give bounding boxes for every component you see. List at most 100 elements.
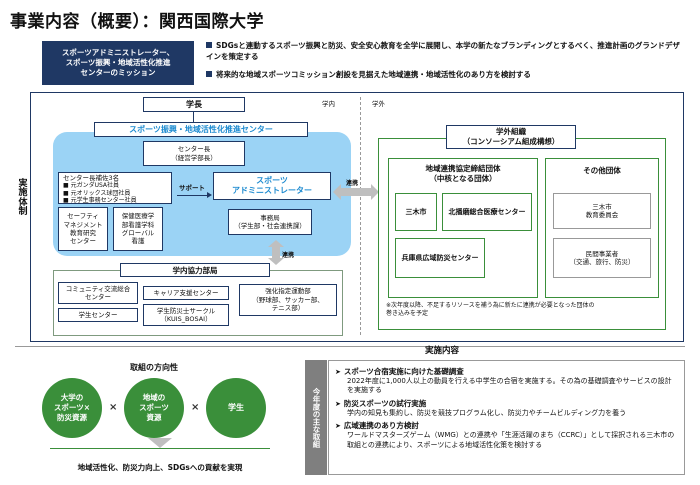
other-orgs-title: その他団体 [583,165,621,175]
content-box: ➤スポーツ合宿実施に向けた基礎調査 2022年度に1,000人以上の動員を行える… [328,360,685,475]
administrator-line: アドミニストレーター [232,186,312,195]
other-org-item: 民間事業者 （交通、旅行、防災） [553,238,651,278]
campus-dept-line: 強化指定運動部 [265,287,311,296]
times-symbol: × [191,402,200,413]
content-item: ➤防災スポーツの試行実施 学内の知見も集約し、防災を競技プログラム化し、防災力や… [335,398,678,418]
center-head-line: （経営学部長） [171,153,217,162]
campus-dept-title: 学内協力部局 [120,263,270,277]
times-symbol: × [109,402,118,413]
square-bullet-icon [206,71,212,77]
structure-frame [30,92,684,342]
external-title-line: （コンソーシアム組成構想） [462,137,560,146]
circle-line: スポーツ× [53,403,91,413]
administrator-line: スポーツ [256,176,288,185]
external-note-line: 巻き込みを予定 [386,309,429,317]
arrow-right-icon [207,192,212,198]
content-title: 実施内容 [425,346,460,356]
direction-base-line [50,448,270,449]
center-head-box: センター長 （経営学部長） [143,141,245,166]
mission-label-line: スポーツ振興・地域活性化推進 [65,57,171,67]
safety-center-line: マネジメント [63,220,103,229]
campus-dept-item: 強化指定運動部 （野球部、サッカー部、 テニス部） [239,284,337,316]
circle-line: 大学の [60,393,84,403]
other-org-line: 三木市 [592,202,612,211]
regional-partner-title: 地域連携協定締結団体 （中核となる団体） [390,163,536,185]
direction-circle: 大学の スポーツ× 防災資源 [42,378,102,438]
campus-dept-item: コミュニティ交流総合 センター [58,282,138,304]
content-item-head-text: 防災スポーツの試行実施 [343,398,427,408]
campus-dept-line: 学生センター [78,310,118,319]
outside-label: 学外 [372,100,385,108]
health-dept-line: グローバル [121,229,155,237]
content-item-head-text: スポーツ合宿実施に向けた基礎調査 [343,367,464,376]
coop-label: 連携 [282,252,295,259]
campus-dept-line: 学生防災士サークル [156,306,216,315]
campus-dept-line: センター [85,293,111,301]
assistant-item: ■ 元学生事務センター社員 [63,197,137,205]
direction-circle: 学生 [206,378,266,438]
center-head-line: センター長 [177,145,211,154]
other-org-line: 民間事業者 [585,249,619,258]
arrow-left-icon [333,184,341,200]
content-side-label: 今年度の主な取組 [305,360,327,475]
campus-dept-line: テニス部） [271,304,305,313]
campus-dept-line: （KUIS_BOSAI） [160,315,212,323]
administrator-box: スポーツ アドミニストレーター [213,172,331,200]
assistant-item: ■ 元ガンダUSA社員 [63,182,119,190]
content-item-body: 学内の知見も集約し、防災を競技プログラム化し、防災力やチームビルディング力を養う [347,408,627,417]
safety-center-box: セーフティ マネジメント 教育研究 センター [58,207,108,251]
campus-dept-item: 学生センター [58,308,138,322]
regional-title-line: 地域連携協定締結団体 [425,164,501,174]
section-divider [15,346,685,347]
inside-label: 学内 [322,100,335,108]
direction-summary: 地域活性化、防災力向上、SDGsへの貢献を実現 [77,463,243,472]
partner-disaster-center: 兵庫県広域防災センター [395,238,485,278]
office-line: （学生部・社会連携課） [234,222,306,230]
office-box: 事務局 （学生部・社会連携課） [228,209,312,235]
arrow-up-icon [268,240,284,247]
mission-item-text: SDGsと連動するスポーツ振興と防災、安全安心教育を全学に展開し、本学の新たなブ… [206,41,680,61]
arrow-bullet-icon: ➤ [335,368,341,376]
circle-line: スポーツ [139,403,169,413]
content-item: ➤スポーツ合宿実施に向けた基礎調査 2022年度に1,000人以上の動員を行える… [335,366,678,396]
arrow-bullet-icon: ➤ [335,422,341,431]
mission-item: 将来的な地域スポーツコミッション創設を見据えた地域連携・地域活性化のあり方を検討… [206,70,686,81]
campus-dept-item: 学生防災士サークル （KUIS_BOSAI） [143,304,229,326]
mission-item: SDGsと連動するスポーツ振興と防災、安全安心教育を全学に展開し、本学の新たなブ… [206,41,686,62]
coop-arrow-shaft [272,246,280,260]
structure-vertical-label: 実施体制 [18,179,28,218]
promotion-center-title: スポーツ振興・地域活性化推進センター [94,122,308,137]
president-box: 学長 [143,97,245,112]
other-org-line: （交通、旅行、防災） [569,258,635,266]
circle-line: 防災資源 [56,412,87,422]
circle-line: 地域の [142,393,166,403]
content-item-head: ➤スポーツ合宿実施に向けた基礎調査 [335,366,678,377]
partner-miki-city: 三木市 [395,193,437,231]
other-org-item: 三木市 教育委員会 [553,193,651,229]
circle-line: 資源 [146,412,162,422]
external-title-line: 学外組織 [495,127,526,137]
partner-hospital: 北播磨総合医療センター [442,193,532,231]
assistant-item: ■ 元オリックス球団社員 [63,189,131,197]
assistants-title: センター長補佐3名 [63,174,120,182]
coop-arrow-shaft [340,188,372,196]
health-dept-line: 部看護学科 [121,220,155,229]
external-org-title: 学外組織 （コンソーシアム組成構想） [446,125,576,149]
external-note: ※次年度以降、不足するリソースを補う為に新たに連携が必要となった団体の 巻き込み… [386,302,661,317]
external-note-line: ※次年度以降、不足するリソースを補う為に新たに連携が必要となった団体の [386,302,595,309]
campus-dept-item: キャリア支援センター [143,286,229,300]
square-bullet-icon [206,42,212,48]
regional-title-line: （中核となる団体） [429,174,497,183]
page-title: 事業内容（概要）：関西国際大学 [10,12,264,32]
content-item-head-text: 広域連携のあり方検討 [343,421,419,431]
other-org-line: 教育委員会 [585,211,619,219]
content-item-body: ワールドマスターズゲーム（WMG）との連携や「生涯活躍のまち（CCRC）」として… [347,431,675,449]
content-item-body: 2022年度に1,000人以上の動員を行える中学生の合宿を実施する。その為の基礎… [347,377,672,395]
arrow-right-icon [371,184,379,200]
campus-dept-line: コミュニティ交流総合 [65,284,131,293]
office-line: 事務局 [260,213,280,222]
safety-center-line: センター [70,237,96,246]
mission-item-text: 将来的な地域スポーツコミッション創設を見据えた地域連携・地域活性化のあり方を検討… [216,70,531,79]
support-label: サポート [179,184,205,192]
content-item-head: ➤防災スポーツの試行実施 [335,398,678,409]
